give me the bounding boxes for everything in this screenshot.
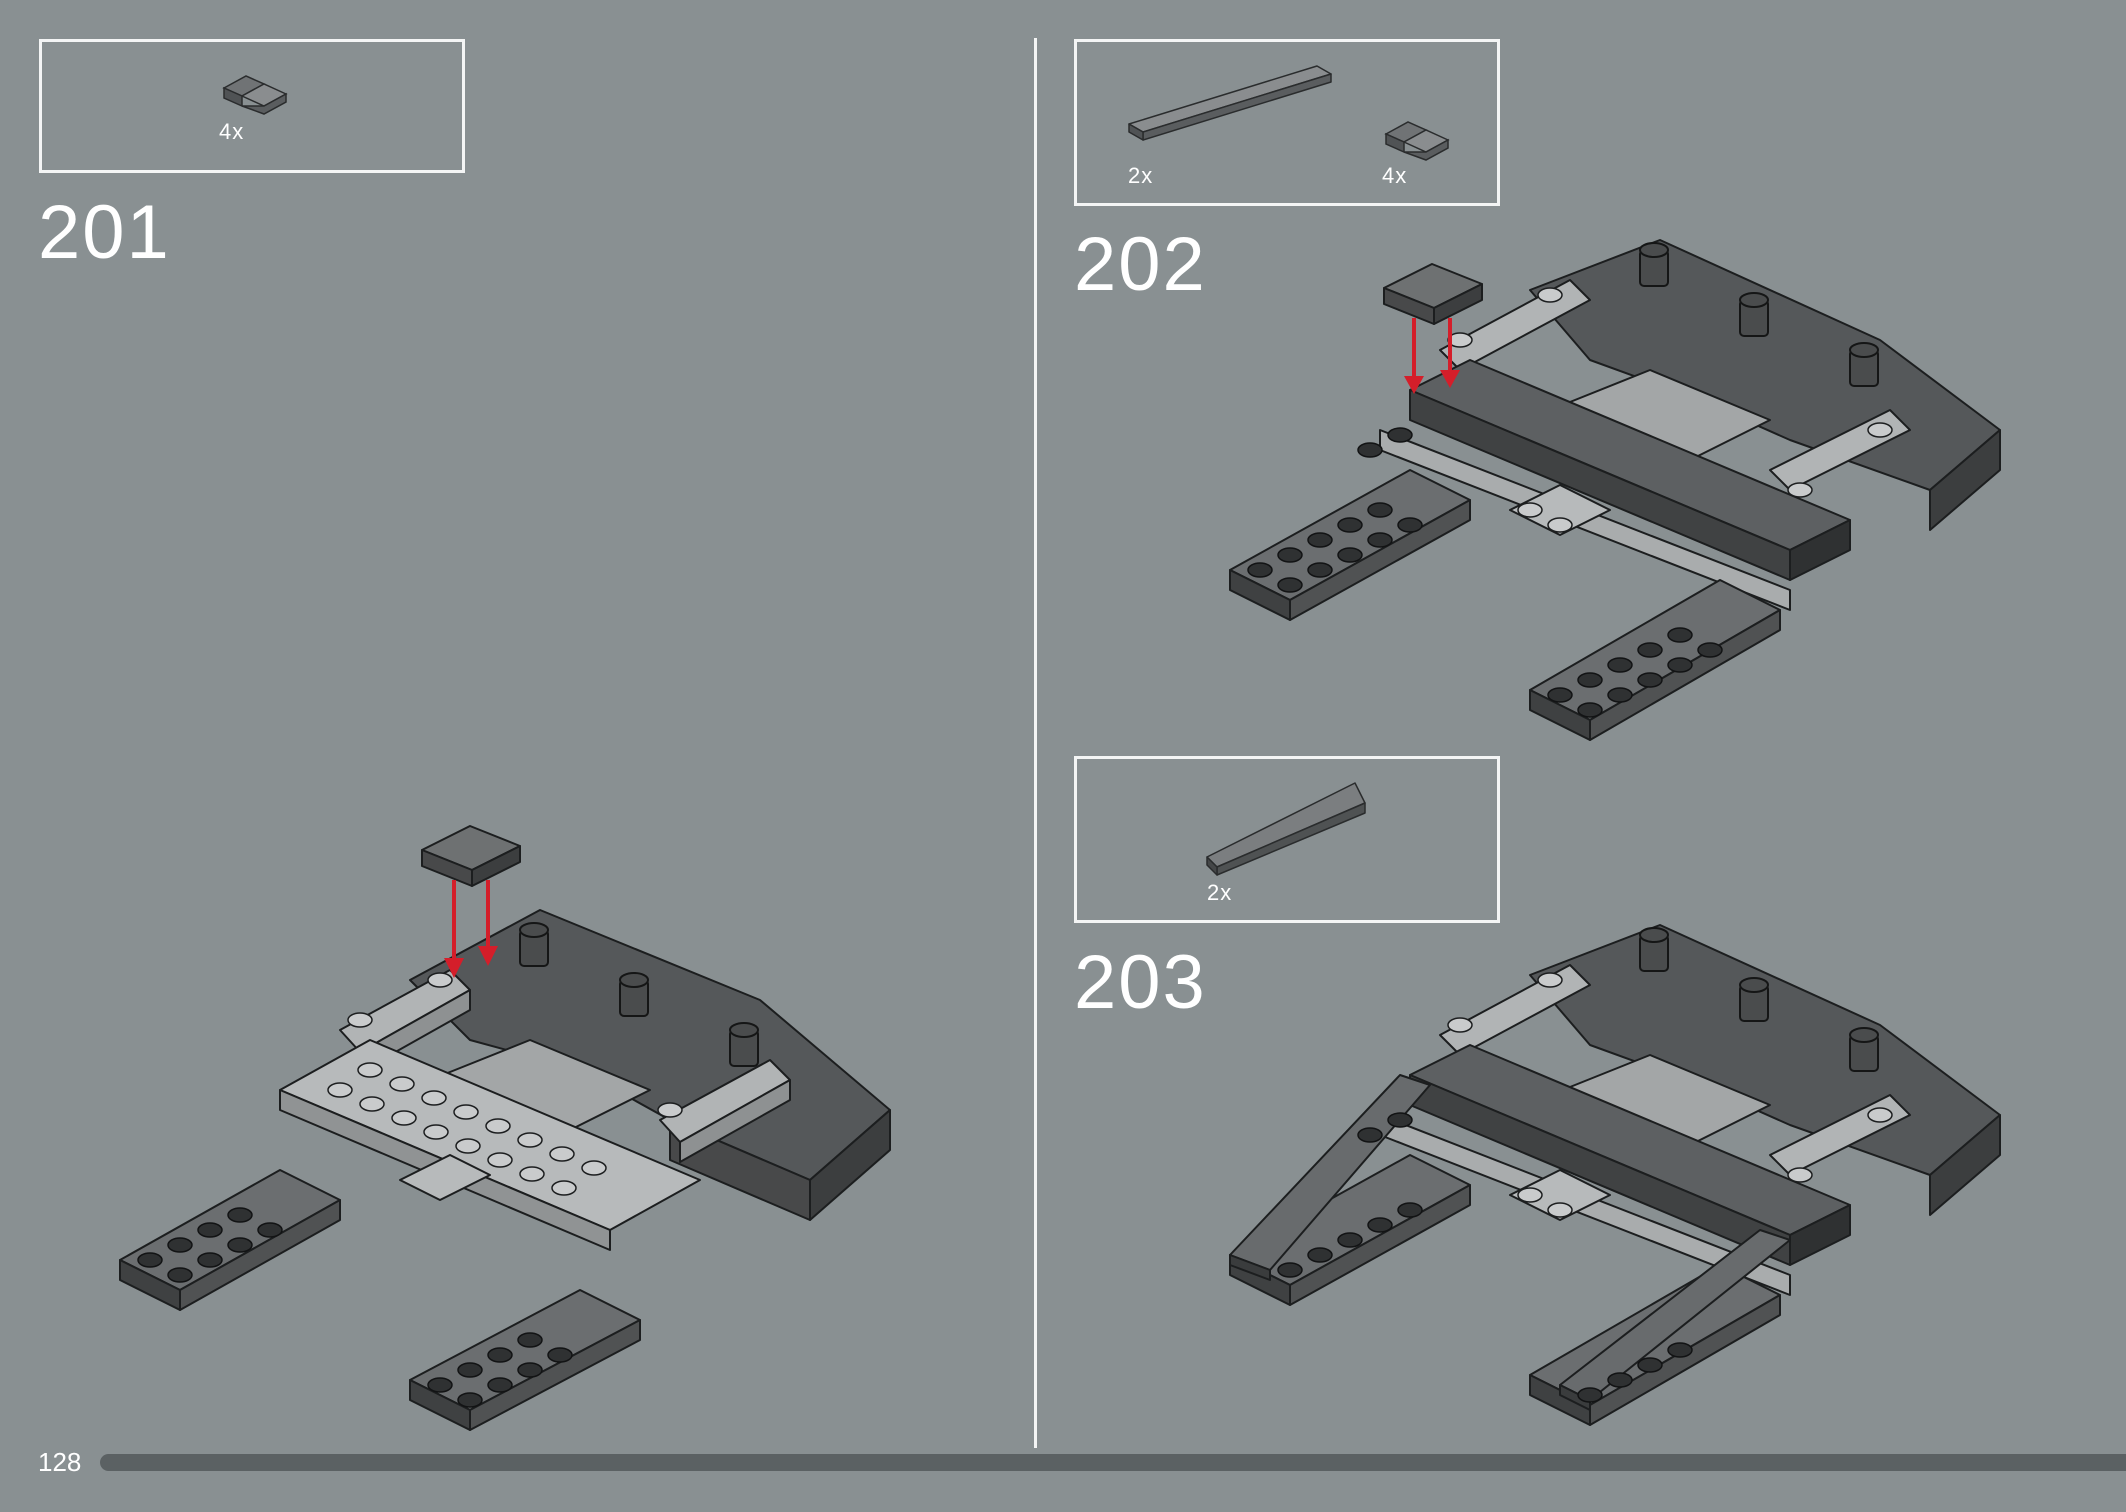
step-202-build-illustration: [1229, 239, 2001, 741]
tapered-wedge-plate-icon: [1206, 782, 1366, 876]
step-202-arrows: [1404, 318, 1460, 394]
step-201-arrows: [444, 880, 498, 978]
step-203-part-1-qty: 2x: [1207, 880, 1233, 905]
step-201-part-1-qty: 4x: [219, 119, 245, 144]
step-201-number: 201: [38, 190, 171, 275]
step-202-part-1-qty: 2x: [1128, 163, 1154, 188]
step-201-parts-box: 4x: [39, 39, 465, 173]
page-divider: [1034, 38, 1037, 1448]
page-number: 128: [38, 1447, 82, 1477]
long-plate-icon: [1128, 65, 1332, 141]
step-203-number: 203: [1074, 940, 1207, 1025]
progress-bar: [100, 1454, 2126, 1471]
wedge-slope-brick-icon: [1384, 121, 1450, 161]
step-201-new-wedge-part: [421, 825, 521, 887]
step-202-new-wedge-part: [1383, 263, 1483, 325]
wedge-slope-brick-icon: [222, 75, 288, 115]
step-203-build-illustration: [1229, 924, 2001, 1426]
step-201-build-illustration: [119, 909, 891, 1431]
step-202-parts-box: 2x 4x: [1074, 39, 1500, 206]
step-203-parts-box: 2x: [1074, 756, 1500, 923]
step-202-part-2-qty: 4x: [1382, 163, 1408, 188]
step-202-number: 202: [1074, 222, 1207, 307]
